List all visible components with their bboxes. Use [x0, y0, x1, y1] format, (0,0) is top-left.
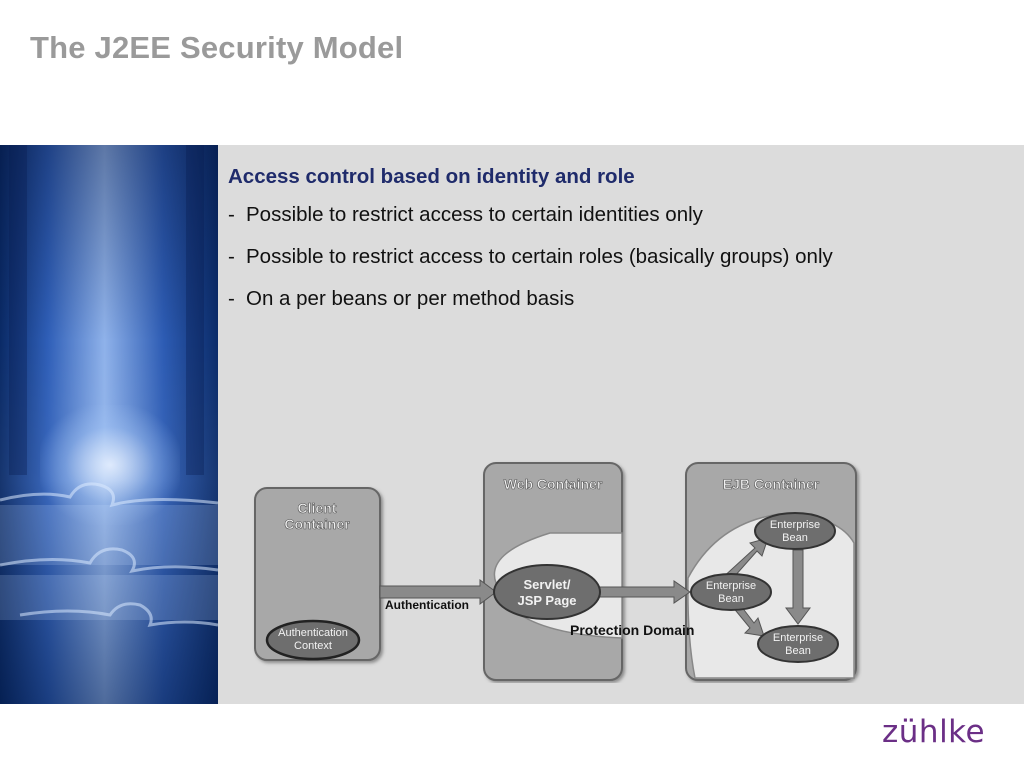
enterprise-bean-left-node	[690, 573, 772, 611]
bullet-marker: -	[228, 287, 235, 310]
ejb-container-label: EJB Container	[723, 476, 820, 492]
enterprise-bean-top-node	[754, 512, 836, 550]
enterprise-bean-bottom-node	[757, 625, 839, 663]
servlet-label: JSP Page	[517, 593, 576, 608]
enterprise-bean-label: Bean	[782, 532, 808, 544]
slide-title: The J2EE Security Model	[30, 30, 404, 65]
client-container-label: Container	[284, 516, 350, 532]
servlet-jsp-node	[493, 564, 601, 620]
bullet-item: - Possible to restrict access to certain…	[228, 203, 833, 227]
top-to-bottom-bean-arrow	[785, 549, 811, 625]
content-text: Access control based on identity and rol…	[228, 165, 833, 329]
client-container-label: Client	[298, 500, 337, 516]
authentication-label: Authentication	[385, 598, 469, 612]
bullet-marker: -	[228, 203, 235, 226]
zuhlke-logo: zühlke	[882, 714, 986, 750]
servlet-to-bean-arrow	[599, 580, 691, 604]
auth-context-label: Context	[294, 640, 332, 652]
auth-context-label: Authentication	[278, 627, 348, 639]
authentication-arrow	[379, 579, 497, 605]
bullet-text: On a per beans or per method basis	[246, 287, 575, 310]
servlet-label: Servlet/	[524, 577, 571, 592]
content-heading: Access control based on identity and rol…	[228, 165, 635, 188]
enterprise-bean-label: Enterprise	[770, 519, 820, 531]
puzzle-pieces-image	[0, 145, 218, 627]
content-band: Access control based on identity and rol…	[0, 145, 1024, 704]
enterprise-bean-label: Enterprise	[706, 580, 756, 592]
enterprise-bean-label: Bean	[785, 645, 811, 657]
bullet-text: Possible to restrict access to certain r…	[246, 245, 833, 268]
security-model-diagram: Client Container Web Container EJB Conta…	[254, 462, 857, 681]
puzzle-photo	[0, 145, 218, 704]
web-container-label: Web Container	[504, 476, 603, 492]
enterprise-bean-label: Enterprise	[773, 632, 823, 644]
bullet-marker: -	[228, 245, 235, 268]
enterprise-bean-label: Bean	[718, 593, 744, 605]
bullet-text: Possible to restrict access to certain i…	[246, 203, 703, 226]
protection-domain-label: Protection Domain	[570, 622, 694, 638]
bullet-item: - Possible to restrict access to certain…	[228, 245, 833, 269]
authentication-context-node	[265, 619, 361, 661]
bullet-item: - On a per beans or per method basis	[228, 287, 833, 311]
